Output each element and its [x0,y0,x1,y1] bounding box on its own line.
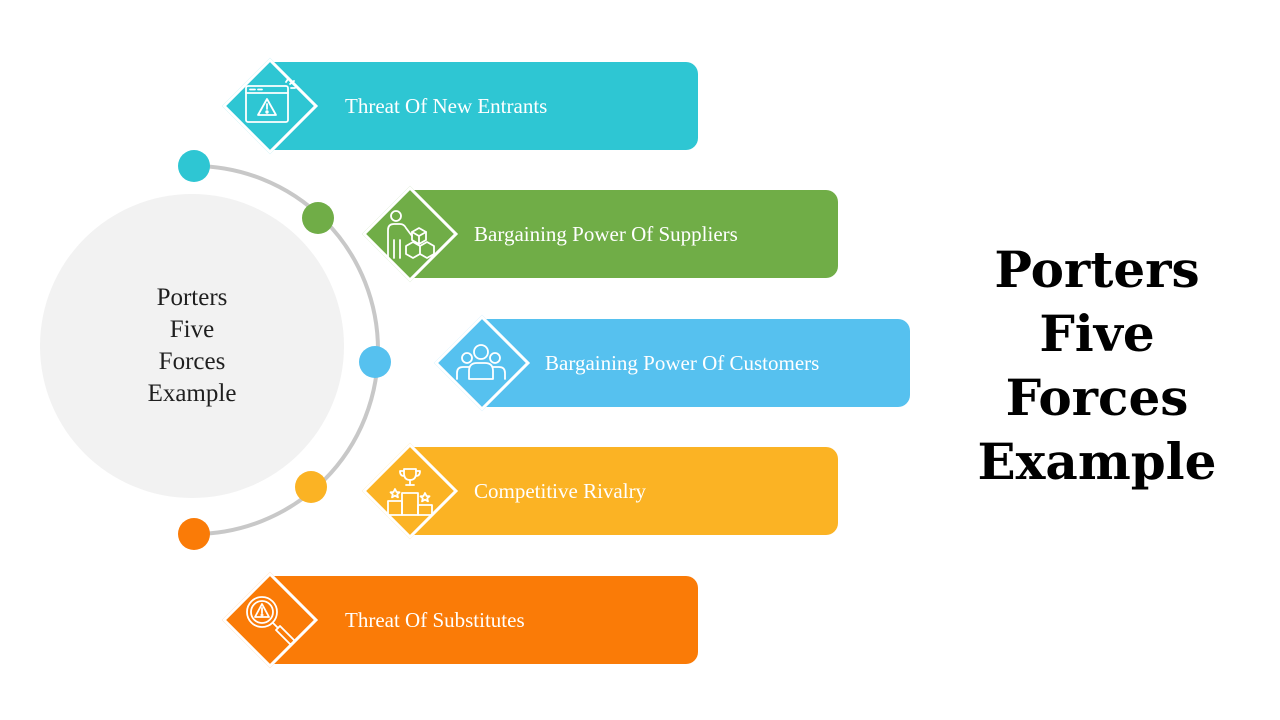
arc-dot-5 [178,518,210,550]
page-title: Porters Five Forces Example [977,240,1217,491]
magnify-warning-icon [246,596,296,645]
podium-trophy-icon [387,468,433,516]
arc-dot-4 [295,471,327,503]
center-title: Porters Five Forces Example [147,284,237,407]
force-bar-suppliers: Bargaining Power Of Suppliers [410,190,838,278]
supplier-boxes-icon [387,210,435,259]
warning-window-icon [245,78,296,123]
force-bar-new-entrants: Threat Of New Entrants [270,62,698,150]
arc-dot-1 [178,150,210,182]
force-bar-rivalry: Competitive Rivalry [410,447,838,535]
force-bar-customers: Bargaining Power Of Customers [482,319,910,407]
force-label-suppliers: Bargaining Power Of Suppliers [474,222,738,246]
force-label-substitutes: Threat Of Substitutes [345,608,525,632]
arc-dot-2 [302,202,334,234]
force-label-new-entrants: Threat Of New Entrants [345,94,548,118]
center-circle [40,194,344,498]
force-label-rivalry: Competitive Rivalry [474,479,647,503]
customers-group-icon [456,344,506,380]
force-bar-substitutes: Threat Of Substitutes [270,576,698,664]
arc-dot-3 [359,346,391,378]
force-label-customers: Bargaining Power Of Customers [545,351,820,375]
